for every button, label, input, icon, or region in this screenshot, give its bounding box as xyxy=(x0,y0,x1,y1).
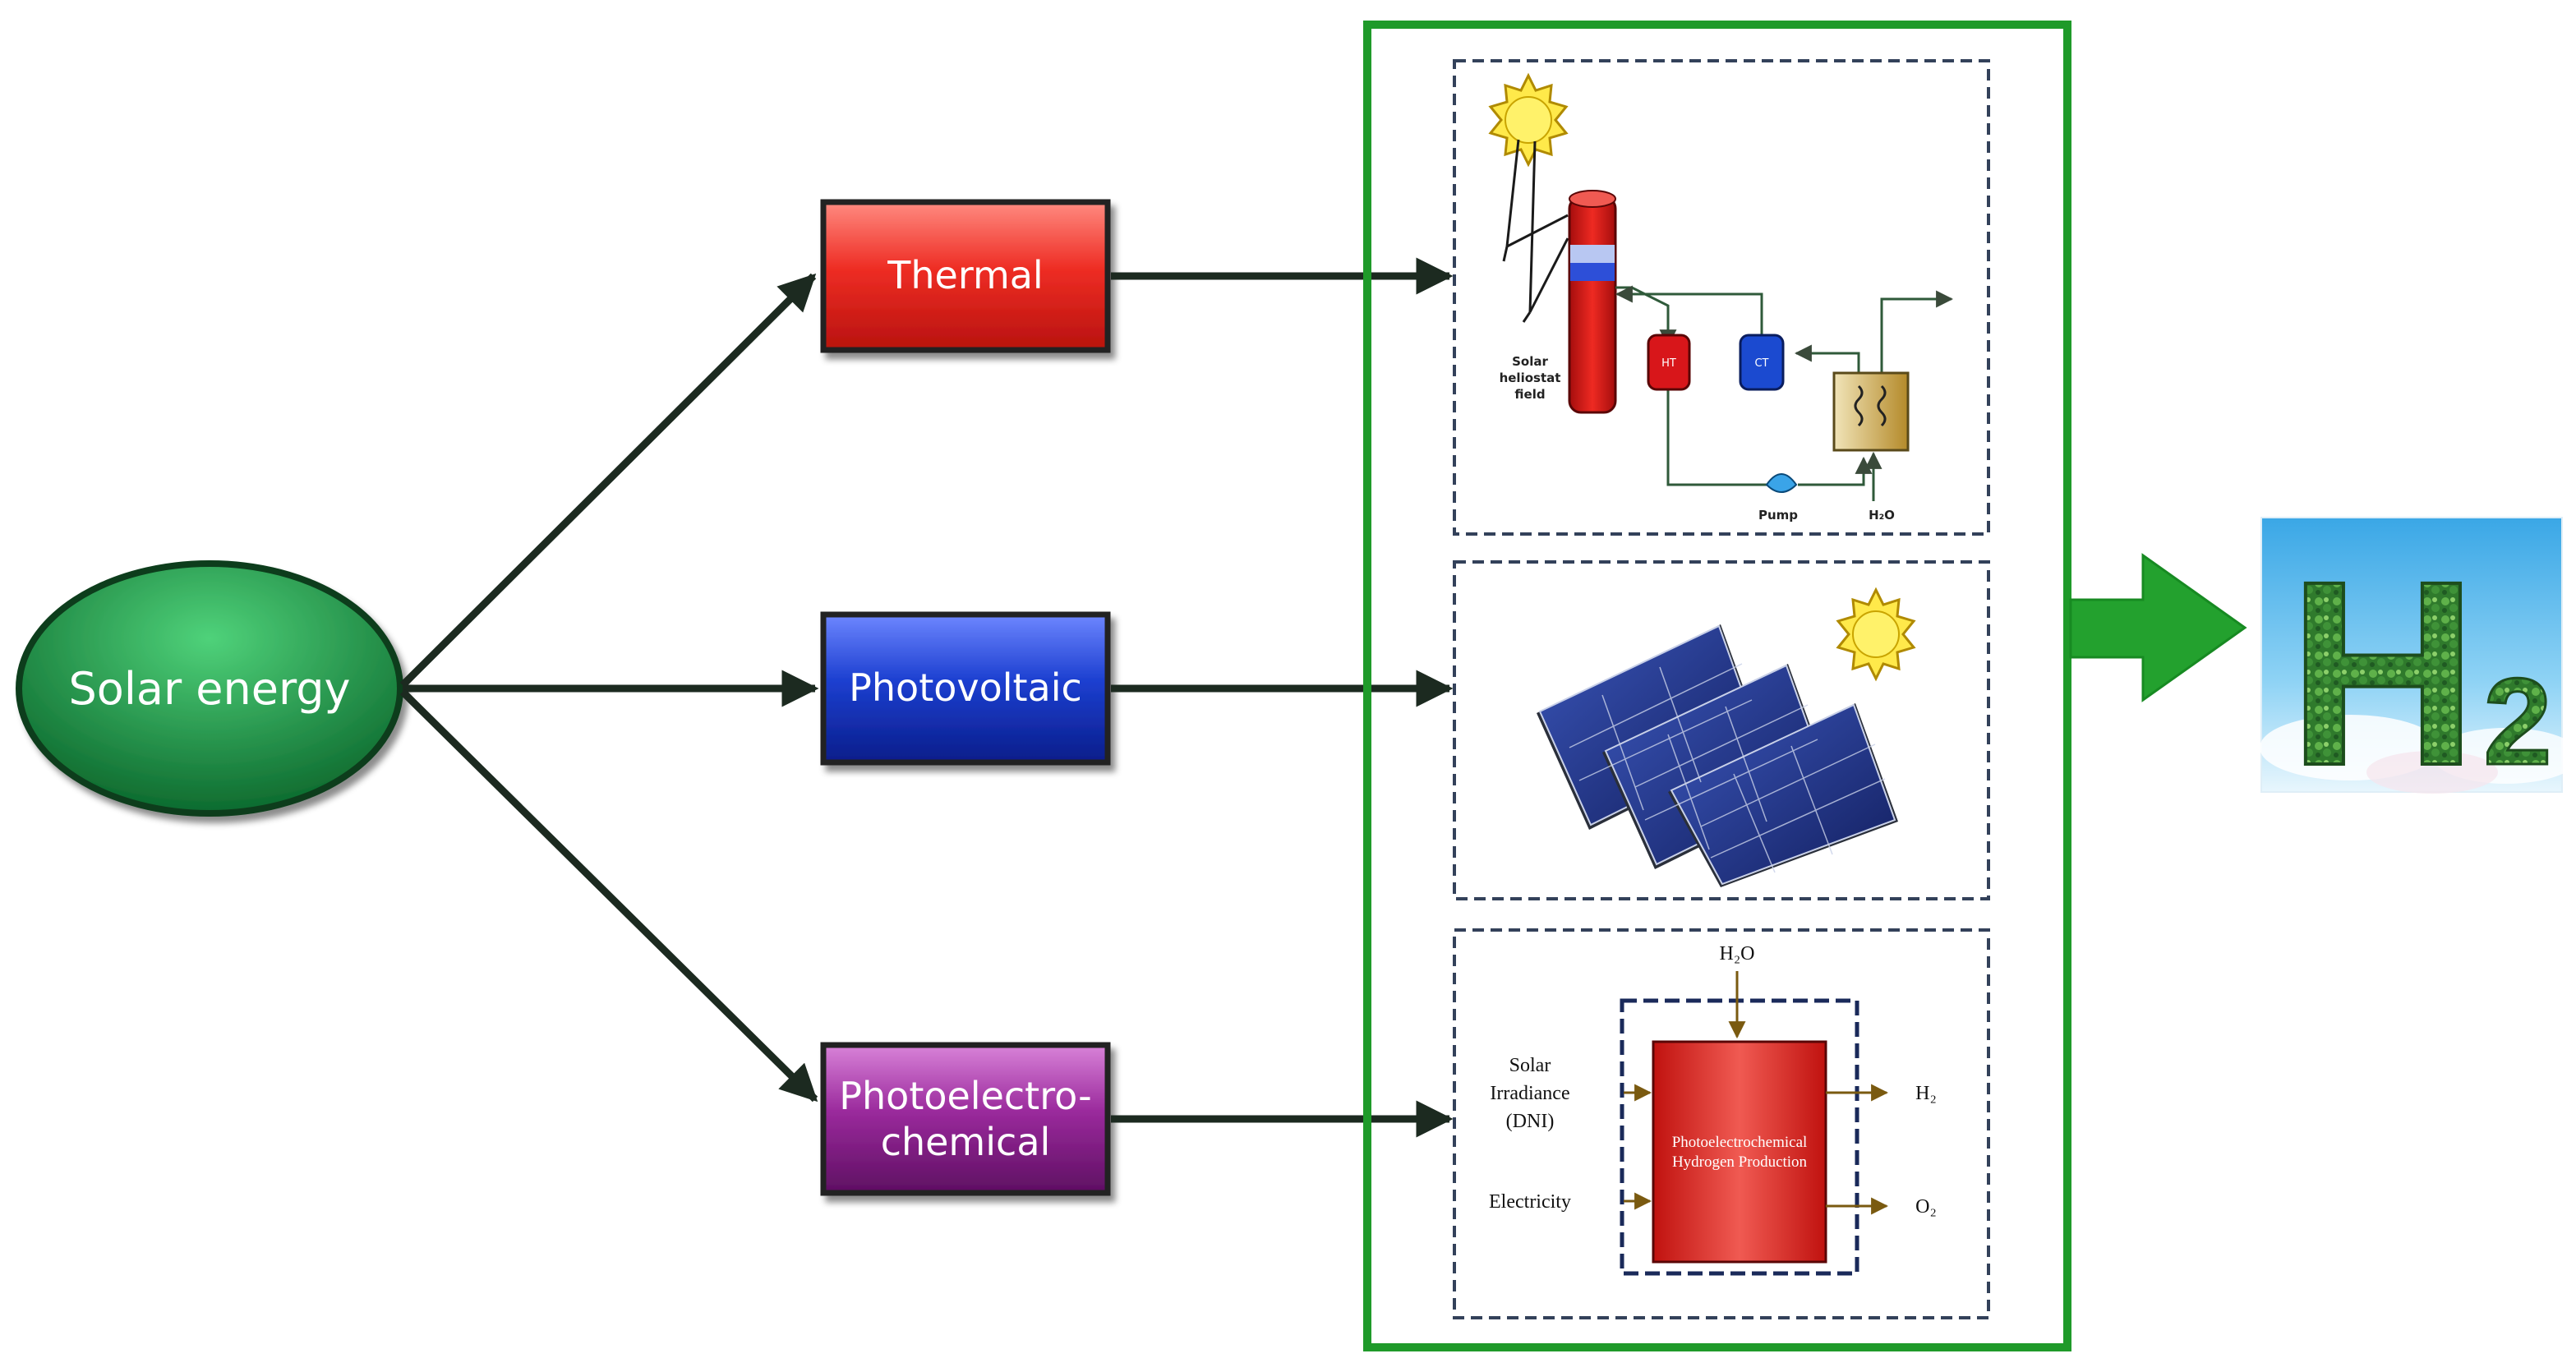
hydrogen-product-icon: H 2 xyxy=(2260,517,2576,822)
pec-label-line1: Photoelectro- xyxy=(839,1074,1091,1118)
heat-exchanger xyxy=(1832,371,1910,452)
sun-icon xyxy=(1488,72,1569,168)
pec-label-line2: chemical xyxy=(881,1120,1051,1164)
solar-tower xyxy=(1568,190,1617,414)
thermal-panel: Solar heliostat field HT CT xyxy=(1453,59,1990,536)
solar-energy-label: Solar energy xyxy=(69,663,351,715)
pec-water-input: H₂O xyxy=(1719,943,1754,965)
route-arrows xyxy=(1111,257,1454,1138)
arrow-to-thermal xyxy=(399,273,817,688)
arrow-to-photoelectrochemical xyxy=(399,688,818,1103)
reactor-label-1: Photoelectrochemical xyxy=(1672,1134,1808,1151)
solar-energy-node: Solar energy xyxy=(16,560,403,817)
h2-output-label: H₂ xyxy=(1915,1083,1937,1104)
pec-reactor xyxy=(1652,1040,1827,1264)
technologies-frame xyxy=(1363,21,2071,1351)
electricity-label: Electricity xyxy=(1489,1191,1571,1213)
photoelectrochemical-panel: Photoelectrochemical Hydrogen Production… xyxy=(1453,928,1990,1319)
source-arrows xyxy=(399,273,819,1103)
route-photoelectrochemical: Photoelectro- chemical xyxy=(820,1042,1111,1196)
route-thermal: Thermal xyxy=(820,199,1111,353)
route-photovoltaic: Photovoltaic xyxy=(820,611,1111,766)
o2-output-label: O₂ xyxy=(1915,1196,1937,1218)
pec-flows xyxy=(1624,971,1889,1215)
solar-panels-icon xyxy=(1537,624,1898,887)
thermal-piping xyxy=(1615,285,1954,486)
heliostat-label-1: Solar xyxy=(1512,354,1548,369)
heliostat-label-2: heliostat xyxy=(1500,371,1561,385)
irradiance-label-2: Irradiance xyxy=(1490,1083,1569,1104)
output-arrow xyxy=(2069,553,2247,702)
pump-label: Pump xyxy=(1758,508,1798,523)
hot-tank: HT xyxy=(1647,334,1691,391)
irradiance-label-1: Solar xyxy=(1509,1055,1551,1076)
solar-panel-3 xyxy=(1668,703,1898,887)
photovoltaic-panel xyxy=(1453,560,1990,900)
water-label: H₂O xyxy=(1869,508,1895,523)
reactor-boundary xyxy=(1620,998,1859,1276)
heliostat-label-3: field xyxy=(1514,387,1545,402)
heliostat-rays xyxy=(1502,139,1569,323)
hot-tank-label: HT xyxy=(1661,357,1676,370)
h-symbol: H xyxy=(2288,526,2477,820)
reactor-label-2: Hydrogen Production xyxy=(1672,1153,1808,1171)
photovoltaic-label: Photovoltaic xyxy=(849,665,1082,710)
h-subscript: 2 xyxy=(2483,652,2551,790)
sun-icon xyxy=(1836,587,1916,682)
cold-tank: CT xyxy=(1739,334,1785,391)
thermal-label: Thermal xyxy=(887,253,1043,297)
cold-tank-label: CT xyxy=(1754,357,1768,370)
irradiance-label-3: (DNI) xyxy=(1506,1111,1555,1132)
pump-icon xyxy=(1765,473,1798,493)
